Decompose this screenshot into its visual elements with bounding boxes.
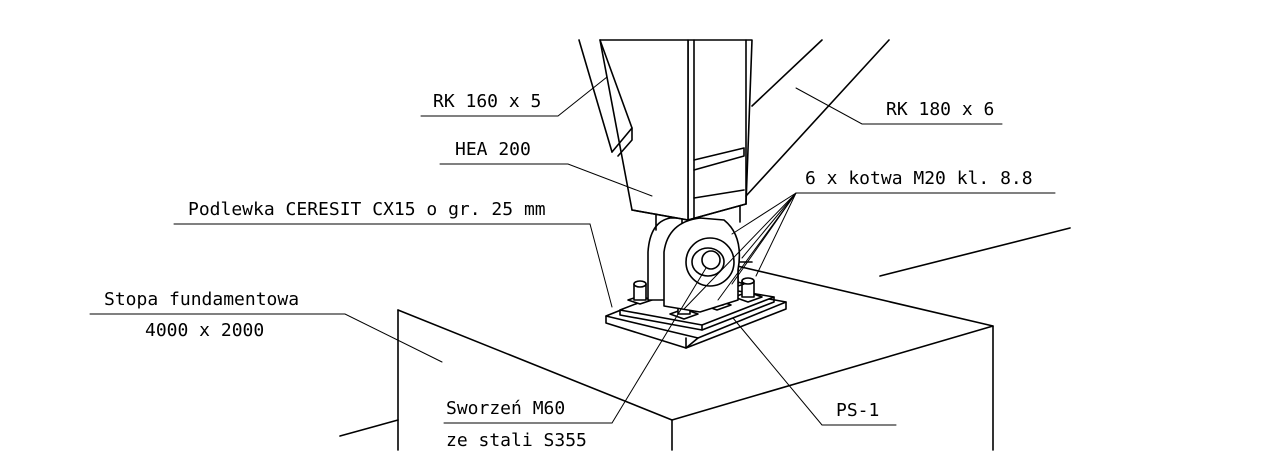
pin-joint xyxy=(647,217,741,313)
label-hea200: HEA 200 xyxy=(455,139,531,160)
anchor-bolt xyxy=(733,277,763,303)
rk160-brace xyxy=(578,39,633,157)
rk180-brace xyxy=(745,39,890,197)
label-footing-dims: 4000 x 2000 xyxy=(145,320,264,341)
label-pin: Sworzeń M60 xyxy=(446,398,565,419)
label-plate: PS-1 xyxy=(836,400,879,421)
leader-lines xyxy=(89,76,1056,426)
foundation-footing xyxy=(339,227,1071,451)
label-anchors: 6 x kotwa M20 kl. 8.8 xyxy=(805,168,1033,189)
labels: RK 160 x 5 RK 180 x 6 HEA 200 6 x kotwa … xyxy=(104,91,1033,451)
label-grout: Podlewka CERESIT CX15 o gr. 25 mm xyxy=(188,199,546,220)
hea200-column xyxy=(599,39,753,231)
label-pin-material: ze stali S355 xyxy=(446,430,587,451)
label-footing: Stopa fundamentowa xyxy=(104,289,299,310)
label-rk180: RK 180 x 6 xyxy=(886,99,994,120)
label-rk160: RK 160 x 5 xyxy=(433,91,541,112)
